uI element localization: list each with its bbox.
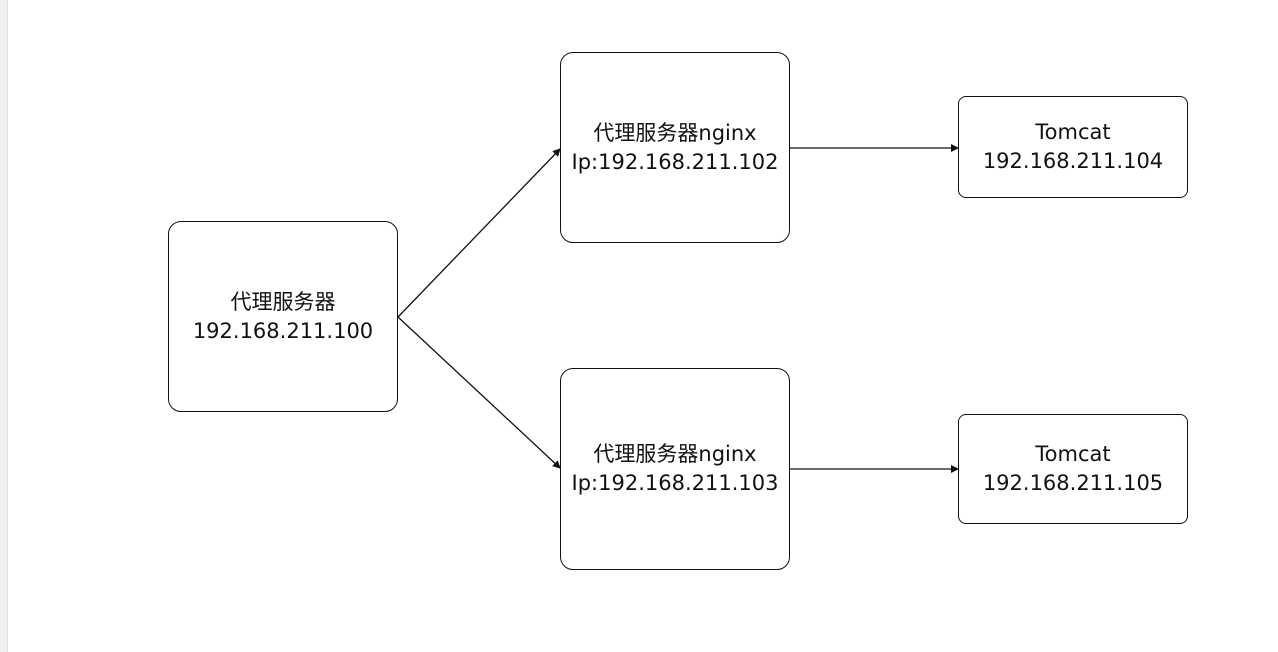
node-tomcat-2-ip: 192.168.211.105 (982, 471, 1164, 495)
node-tomcat-2-name: Tomcat (1035, 442, 1111, 466)
node-proxy-main-name: 代理服务器 (230, 289, 336, 314)
node-proxy-main-ip: 192.168.211.100 (192, 318, 374, 343)
edge-proxy-to-nginx-2 (397, 316, 561, 469)
node-nginx-1-ip: Ip:192.168.211.102 (571, 149, 779, 174)
node-proxy-main[interactable]: 代理服务器 192.168.211.100 (168, 221, 398, 412)
node-nginx-1-name: 代理服务器nginx (593, 120, 757, 145)
node-nginx-2-name: 代理服务器nginx (593, 442, 757, 466)
node-nginx-1[interactable]: 代理服务器nginx Ip:192.168.211.102 (560, 52, 790, 243)
node-nginx-2-ip: Ip:192.168.211.103 (571, 471, 779, 495)
left-scroll-strip (0, 0, 8, 652)
node-tomcat-2[interactable]: Tomcat 192.168.211.105 (958, 414, 1188, 524)
node-tomcat-1-name: Tomcat (1035, 120, 1111, 144)
node-tomcat-1[interactable]: Tomcat 192.168.211.104 (958, 96, 1188, 198)
node-nginx-2[interactable]: 代理服务器nginx Ip:192.168.211.103 (560, 368, 790, 570)
node-tomcat-1-ip: 192.168.211.104 (982, 149, 1164, 173)
edge-proxy-to-nginx-1 (397, 148, 561, 318)
